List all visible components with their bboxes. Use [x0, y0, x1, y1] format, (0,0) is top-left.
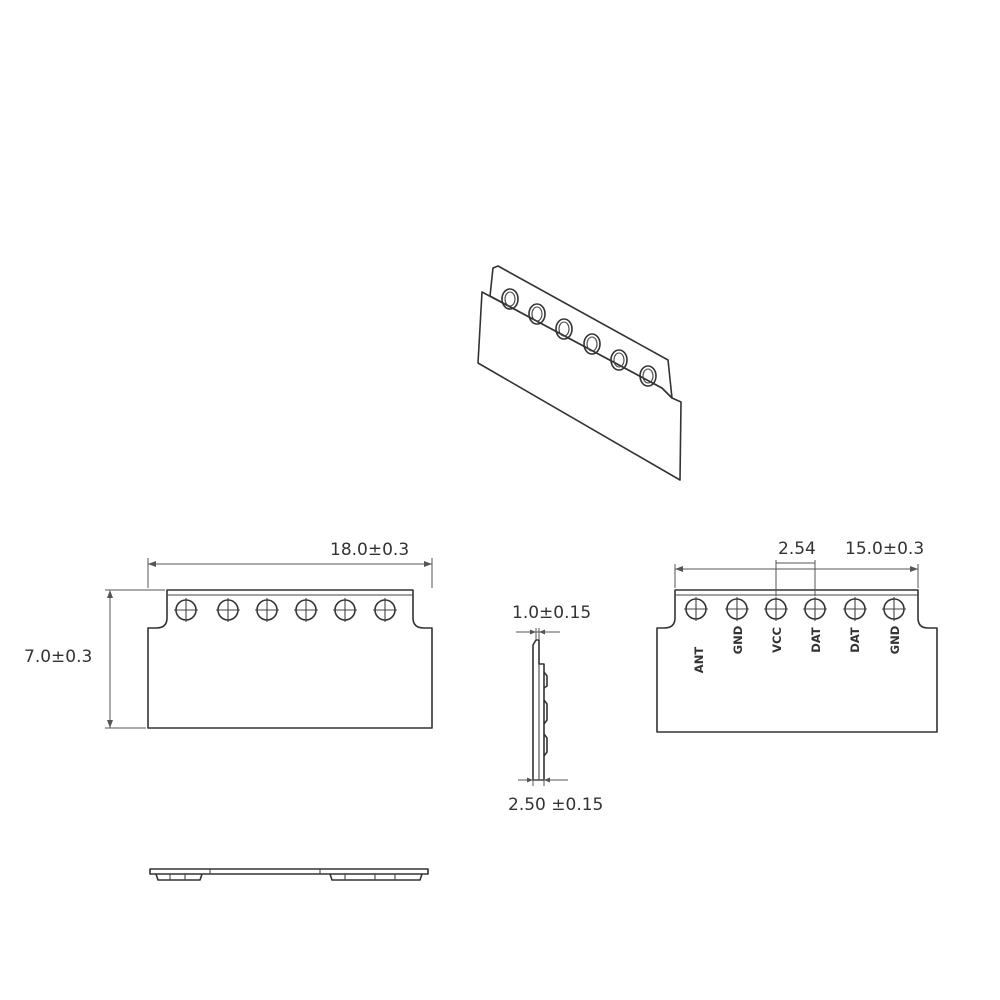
- pin-label: DAT: [809, 627, 823, 653]
- front-pin-holes: [174, 598, 397, 622]
- length-dimension-label: 18.0±0.3: [330, 540, 409, 560]
- pin-label: VCC: [770, 627, 784, 653]
- top-view: [149, 868, 429, 881]
- length-dimension: 18.0±0.3: [147, 540, 433, 588]
- isometric-view: [477, 265, 682, 481]
- depth-dimension: 2.50 ±0.15: [508, 777, 603, 815]
- pin-label: DAT: [848, 627, 862, 653]
- pin-label: GND: [888, 626, 902, 655]
- pin-label: GND: [731, 626, 745, 655]
- iso-pin-holes: [501, 288, 657, 387]
- pin-span-dimension-label: 15.0±0.3: [845, 539, 924, 559]
- depth-dimension-label: 2.50 ±0.15: [508, 795, 603, 815]
- side-view: 1.0±0.15 2.50 ±0.15: [508, 603, 603, 815]
- height-dimension-label: 7.0±0.3: [24, 647, 92, 667]
- thickness-dimension: 1.0±0.15: [512, 603, 591, 640]
- pinout-view: ANT GND VCC DAT DAT GND 15.0±0.3 2.54: [656, 539, 938, 733]
- pin-labels: ANT GND VCC DAT DAT GND: [692, 626, 902, 674]
- front-view: 18.0±0.3 7.0±0.3: [24, 540, 433, 729]
- pitch-dimension: 2.54: [775, 539, 816, 596]
- thickness-dimension-label: 1.0±0.15: [512, 603, 591, 623]
- pin-span-dimension: 15.0±0.3: [674, 539, 924, 588]
- height-dimension: 7.0±0.3: [24, 589, 165, 729]
- pin-label: ANT: [692, 647, 706, 674]
- pitch-dimension-label: 2.54: [778, 539, 816, 559]
- pinout-pin-holes: [684, 597, 906, 621]
